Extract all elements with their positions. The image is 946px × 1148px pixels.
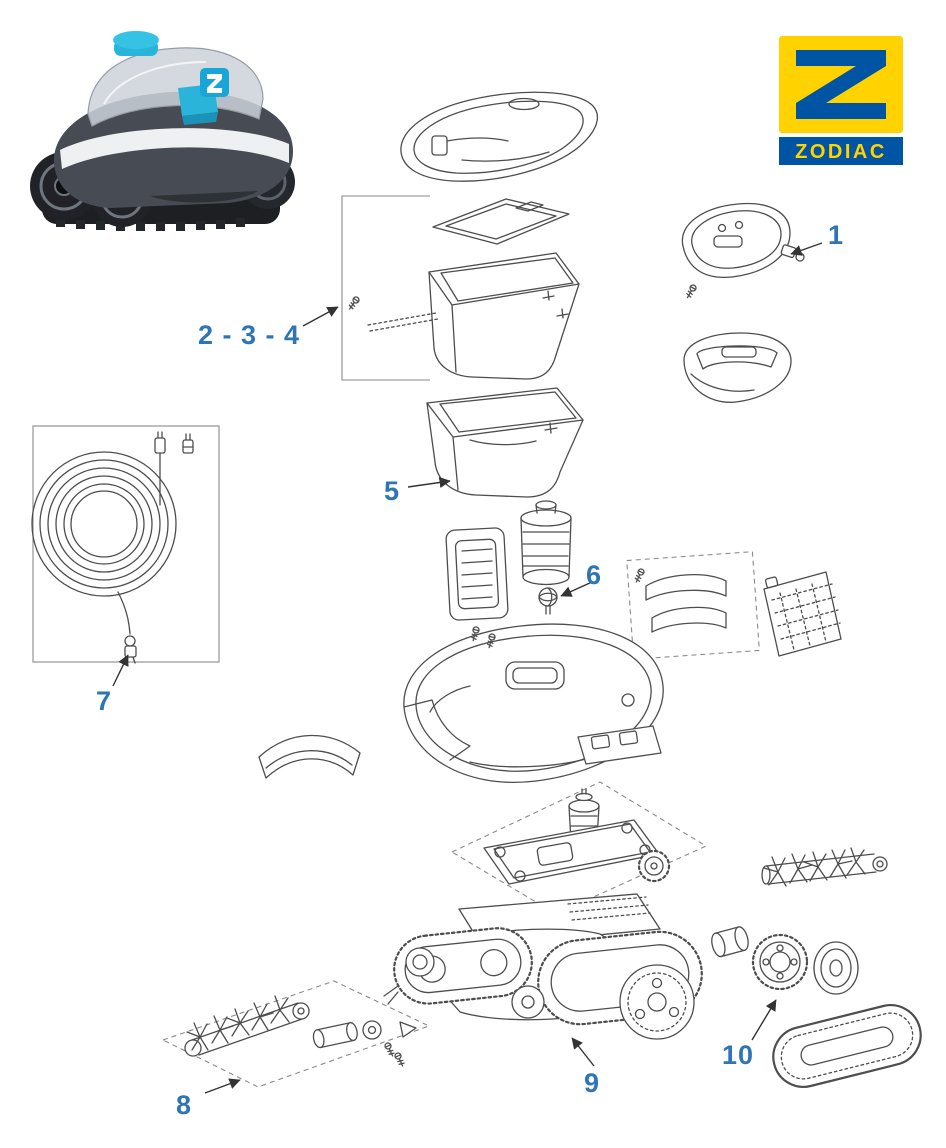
callout-label-7: 7 bbox=[96, 686, 113, 716]
part-top-cover bbox=[400, 91, 598, 182]
zodiac-z-icon bbox=[796, 50, 886, 119]
part-lower-canister bbox=[426, 387, 584, 498]
part-filter-lid bbox=[432, 198, 570, 245]
callout-label-5: 5 bbox=[384, 476, 401, 506]
part-filter-canister bbox=[428, 252, 580, 380]
callout-234-bracket bbox=[341, 195, 430, 381]
callout-label-10: 10 bbox=[722, 1040, 755, 1070]
callout-leader-lines bbox=[112, 242, 823, 1094]
part-vent-grid-plate bbox=[763, 571, 842, 657]
callout-label-6: 6 bbox=[586, 560, 603, 590]
part-motor-block-top bbox=[681, 202, 805, 300]
part-track-belt bbox=[772, 1004, 922, 1088]
callout-label-9: 9 bbox=[584, 1068, 601, 1098]
callout-label-1: 1 bbox=[828, 220, 845, 250]
part-float-head bbox=[683, 332, 792, 403]
robot-canopy bbox=[87, 47, 264, 127]
part-filter-screen-plate bbox=[445, 527, 509, 621]
part-scrubber-roller bbox=[761, 847, 888, 887]
zodiac-wordmark-bg bbox=[779, 137, 903, 165]
part-bumper bbox=[258, 734, 361, 779]
robot-white-band bbox=[60, 128, 289, 169]
part-floating-cable bbox=[31, 425, 220, 664]
callout-label-8: 8 bbox=[176, 1090, 193, 1120]
part-handle-pads bbox=[626, 551, 760, 660]
robot-tread-teeth bbox=[56, 218, 245, 231]
zodiac-logo: ZODIAC bbox=[779, 36, 903, 165]
part-impeller bbox=[538, 587, 558, 615]
product-photo-robot bbox=[30, 31, 295, 231]
callout-label-234: 2 - 3 - 4 bbox=[198, 320, 301, 350]
part-latch-plate bbox=[577, 725, 662, 765]
zodiac-wordmark: ZODIAC bbox=[795, 141, 887, 163]
part-brush-roller-kit bbox=[161, 980, 431, 1088]
robot-body bbox=[53, 91, 294, 208]
part-motor-block-assembly bbox=[450, 781, 708, 915]
part-screw-and-strip bbox=[346, 295, 439, 332]
part-impeller-tube bbox=[520, 500, 572, 586]
part-drive-wheel-set bbox=[711, 926, 859, 995]
part-chassis-track-assembly bbox=[383, 893, 703, 1040]
